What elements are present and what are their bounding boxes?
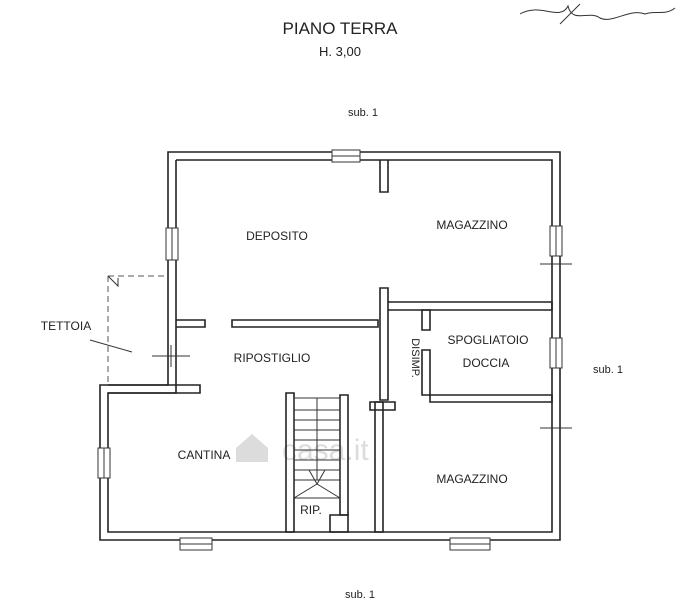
neighbor-bottom-label: sub. 1	[345, 589, 375, 600]
signature	[519, 3, 676, 25]
room-label-spogliatoio: SPOGLIATOIO	[448, 333, 529, 347]
room-label-disimp: DISIMP.	[409, 338, 421, 378]
room-label-magazzino-bottom: MAGAZZINO	[436, 472, 507, 486]
tettoia-label: TETTOIA	[41, 319, 91, 333]
plan-title: PIANO TERRA	[283, 19, 399, 38]
neighbor-top-label: sub. 1	[348, 107, 378, 119]
tettoia-outline	[89, 275, 168, 385]
door-markers	[152, 263, 572, 429]
room-label-cantina: CANTINA	[178, 448, 231, 462]
room-label-doccia: DOCCIA	[463, 356, 510, 370]
room-label-ripostiglio: RIPOSTIGLIO	[234, 351, 311, 365]
staircase	[293, 397, 341, 499]
plan-height: H. 3,00	[319, 44, 361, 59]
room-label-rip: RIP.	[300, 503, 322, 517]
room-label-deposito: DEPOSITO	[246, 229, 308, 243]
room-label-magazzino-top: MAGAZZINO	[436, 218, 507, 232]
windows	[97, 149, 563, 551]
neighbor-right-label: sub. 1	[593, 364, 623, 376]
